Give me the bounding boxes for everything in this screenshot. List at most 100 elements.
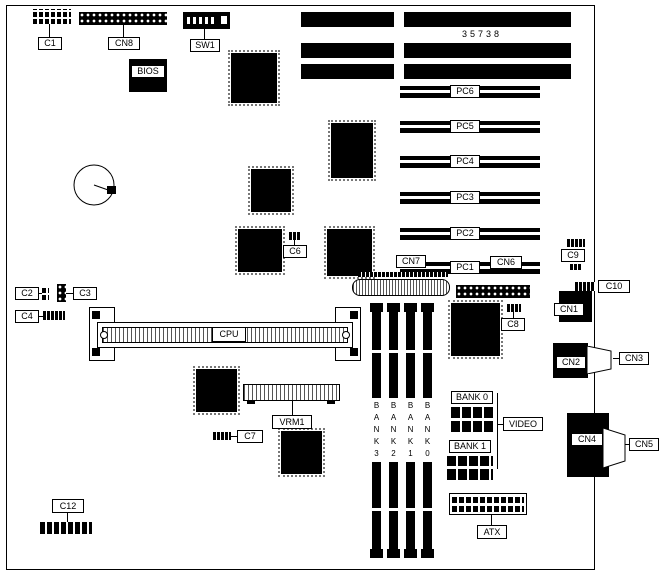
leader-line [491, 515, 492, 525]
cpu-mount-pad [92, 348, 100, 356]
leader-line [498, 424, 503, 425]
cn8-connector [79, 12, 167, 25]
cn5-dsub-connector [603, 428, 626, 468]
isa-slot-segment [404, 43, 571, 58]
cn7-label: CN7 [396, 255, 426, 268]
ic-chip [324, 226, 375, 279]
vrm1-label: VRM1 [272, 415, 312, 429]
cn6-connector [456, 285, 530, 298]
dimm-end-cap [404, 549, 417, 558]
sw1-switch-positions [187, 17, 215, 24]
cn3-dsub-connector [587, 346, 612, 374]
leader-line [39, 293, 42, 294]
c1-connector [33, 9, 71, 24]
pc4-label: PC4 [450, 155, 480, 168]
c4-component [43, 311, 65, 320]
isa-slot-segment [301, 43, 394, 58]
vrm1-foot [327, 401, 335, 404]
ic-chip [235, 226, 285, 275]
dimm-end-cap [370, 549, 383, 558]
dimm-end-cap [421, 303, 434, 312]
vrm1-foot [247, 401, 255, 404]
cpu-mount-pad [92, 311, 100, 319]
ic-chip [328, 120, 376, 181]
video-bank0-label: BANK 0 [451, 391, 493, 404]
cpu-slot-hole [100, 331, 108, 339]
c10-label: C10 [598, 280, 630, 293]
pc6-label: PC6 [450, 85, 480, 98]
cn8-label: CN8 [108, 37, 140, 50]
dimm-end-cap [387, 303, 400, 312]
isa-slot-segment [301, 12, 394, 27]
leader-line [625, 444, 629, 445]
cpu-label: CPU [212, 327, 246, 342]
leader-line [49, 24, 50, 37]
cn7-connector [352, 279, 450, 296]
cn5-label: CN5 [629, 438, 659, 451]
ic-chip [193, 366, 240, 415]
video-ram-chips [451, 406, 493, 432]
c9-sub-component [570, 264, 582, 270]
leader-line [123, 25, 124, 37]
atx-label: ATX [477, 525, 507, 539]
ic-chip [228, 50, 280, 106]
c6-label: C6 [283, 245, 307, 258]
c8-component [507, 304, 521, 312]
leader-line [292, 401, 293, 415]
ic-chip [448, 300, 503, 359]
cpu-mount-pad [350, 348, 358, 356]
sw1-end-switch [221, 16, 227, 24]
board-number: 35738 [462, 29, 503, 39]
leader-line [67, 513, 68, 522]
cpu-mount-pad [350, 311, 358, 319]
c12-label: C12 [52, 499, 84, 513]
c2-label: C2 [15, 287, 39, 300]
isa-slot-segment [404, 64, 571, 79]
dimm-end-cap [370, 303, 383, 312]
video-bracket-line [497, 393, 498, 469]
leader-line [39, 316, 43, 317]
leader-line [66, 293, 73, 294]
ic-chip [278, 428, 325, 477]
pc1-label: PC1 [450, 261, 480, 274]
c2-component [42, 287, 49, 300]
pc3-label: PC3 [450, 191, 480, 204]
cpu-slot-hole [342, 331, 350, 339]
c3-component [57, 284, 66, 302]
isa-slot-segment [404, 12, 571, 27]
bios-label: BIOS [131, 65, 165, 78]
cn4-label: CN4 [571, 433, 603, 446]
leader-line [204, 29, 205, 39]
c6-component [289, 232, 301, 240]
video-ram-chips [447, 456, 493, 480]
video-bank1-label: BANK 1 [449, 440, 491, 453]
cn1-label: CN1 [554, 303, 584, 316]
cn3-label: CN3 [619, 352, 649, 365]
atx-connector-pins [452, 496, 524, 512]
pc5-label: PC5 [450, 120, 480, 133]
c10-component [575, 282, 595, 291]
c3-label: C3 [73, 287, 97, 300]
ic-chip [248, 166, 294, 215]
video-label: VIDEO [503, 417, 543, 431]
vrm1-connector [243, 384, 340, 401]
pc2-label: PC2 [450, 227, 480, 240]
leader-line [613, 358, 619, 359]
dimm-end-cap [387, 549, 400, 558]
leader-line [294, 240, 295, 245]
cn6-label: CN6 [490, 256, 522, 269]
c9-label: C9 [561, 249, 585, 262]
dimm-end-cap [421, 549, 434, 558]
c12-component [40, 522, 92, 534]
c7-label: C7 [237, 430, 263, 443]
leader-line [513, 312, 514, 318]
isa-slot-segment [301, 64, 394, 79]
